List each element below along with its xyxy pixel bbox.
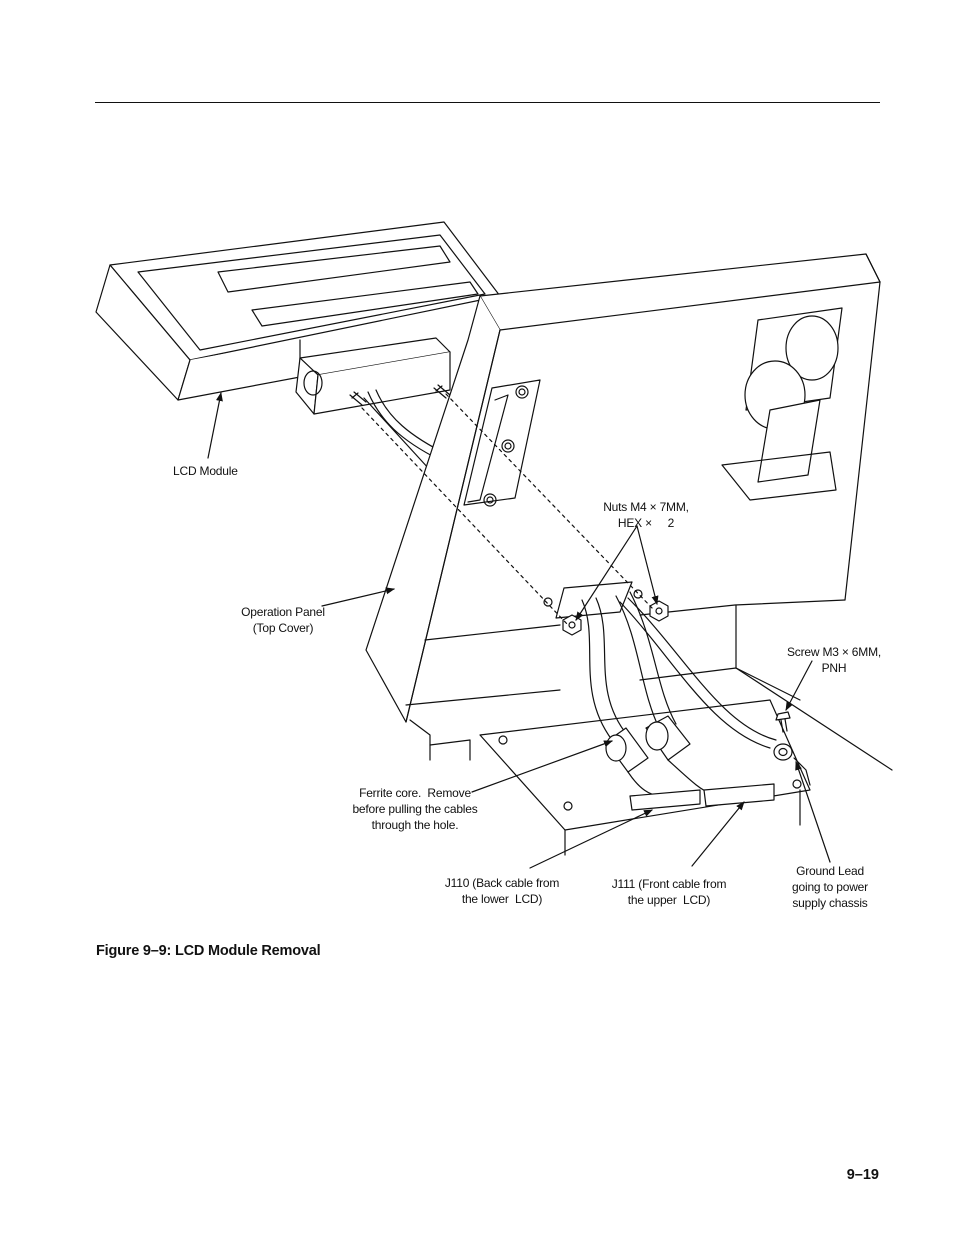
leader-arrows (207, 392, 831, 869)
label-lcd-module: LCD Module (173, 464, 238, 478)
label-j110: J110 (Back cable from the lower LCD) (444, 876, 560, 906)
label-operation-panel: Operation Panel (Top Cover) (241, 605, 325, 635)
label-j111: J111 (Front cable from the upper LCD) (611, 877, 727, 907)
label-ferrite-core: Ferrite core. Remove before pulling the … (352, 786, 478, 832)
alignment-dashes (361, 393, 655, 626)
page-number: 9–19 (846, 1167, 879, 1183)
chassis-drawing (365, 253, 893, 856)
figure-caption: Figure 9–9: LCD Module Removal (96, 943, 321, 959)
label-screw: Screw M3 × 6MM, PNH (786, 645, 882, 675)
header-rule (95, 102, 880, 103)
lcd-module-drawing (95, 221, 501, 471)
label-ground-lead: Ground Lead going to power supply chassi… (792, 864, 868, 910)
label-nuts: Nuts M4 × 7MM, HEX × 2 (603, 500, 689, 530)
